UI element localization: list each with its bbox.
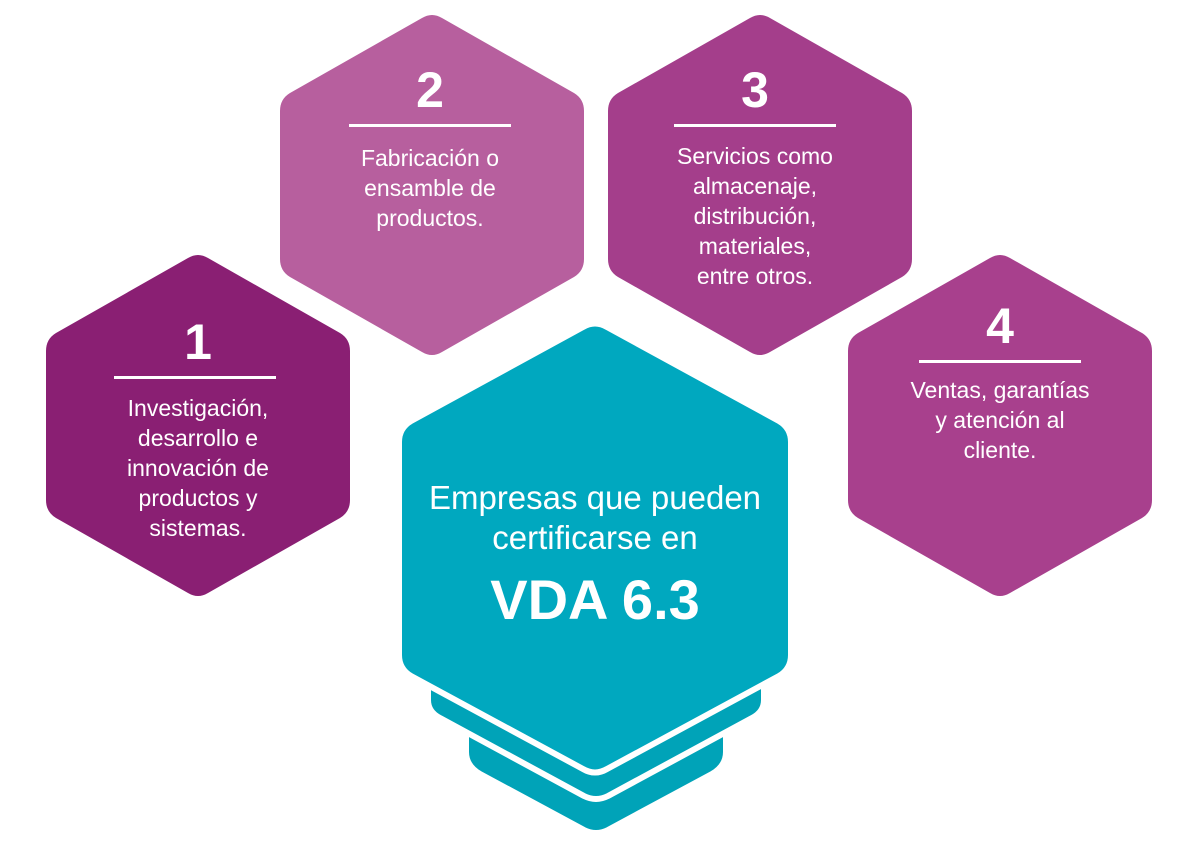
step-3-line: entre otros. bbox=[696, 263, 814, 289]
step-4-line: Ventas, garantías bbox=[910, 377, 1090, 403]
step-3-line: Servicios como bbox=[677, 143, 833, 169]
step-3-line: materiales, bbox=[698, 233, 812, 259]
step-4-line: cliente. bbox=[963, 437, 1037, 463]
step-3-description: Servicios como almacenaje, distribución,… bbox=[630, 141, 880, 291]
step-3-number: 3 bbox=[741, 62, 769, 118]
step-2-line: ensamble de bbox=[364, 175, 496, 201]
center-title: VDA 6.3 bbox=[490, 568, 700, 631]
center-subtitle-line-1: Empresas que pueden bbox=[428, 479, 762, 516]
step-4-line: y atención al bbox=[935, 407, 1065, 433]
step-1-description: Investigación, desarrollo e innovación d… bbox=[78, 393, 318, 543]
step-1-number: 1 bbox=[184, 314, 212, 370]
step-2-line: productos. bbox=[376, 205, 484, 231]
step-2-divider bbox=[349, 124, 511, 127]
step-1-line: desarrollo e bbox=[137, 425, 259, 451]
step-1-line: Investigación, bbox=[127, 395, 269, 421]
hexagon-step-3 bbox=[608, 15, 912, 355]
step-1-divider bbox=[114, 376, 276, 379]
step-2-line: Fabricación o bbox=[360, 145, 500, 171]
step-4-description: Ventas, garantías y atención al cliente. bbox=[870, 375, 1130, 465]
step-1-line: sistemas. bbox=[149, 515, 247, 541]
step-2-description: Fabricación o ensamble de productos. bbox=[310, 143, 550, 233]
hexagon-step-2 bbox=[280, 15, 584, 355]
step-1-line: innovación de bbox=[127, 455, 269, 481]
center-hexagon bbox=[396, 320, 794, 776]
center-subtitle-line-2: certificarse en bbox=[492, 519, 698, 556]
hexagon-step-4 bbox=[848, 255, 1152, 596]
step-2-number: 2 bbox=[416, 62, 444, 118]
step-3-divider bbox=[674, 124, 836, 127]
step-1-line: productos y bbox=[138, 485, 258, 511]
step-4-divider bbox=[919, 360, 1081, 363]
step-4-number: 4 bbox=[986, 298, 1014, 354]
hexagon-step-1 bbox=[46, 255, 350, 596]
step-3-line: almacenaje, bbox=[692, 173, 818, 199]
step-3-line: distribución, bbox=[693, 203, 817, 229]
